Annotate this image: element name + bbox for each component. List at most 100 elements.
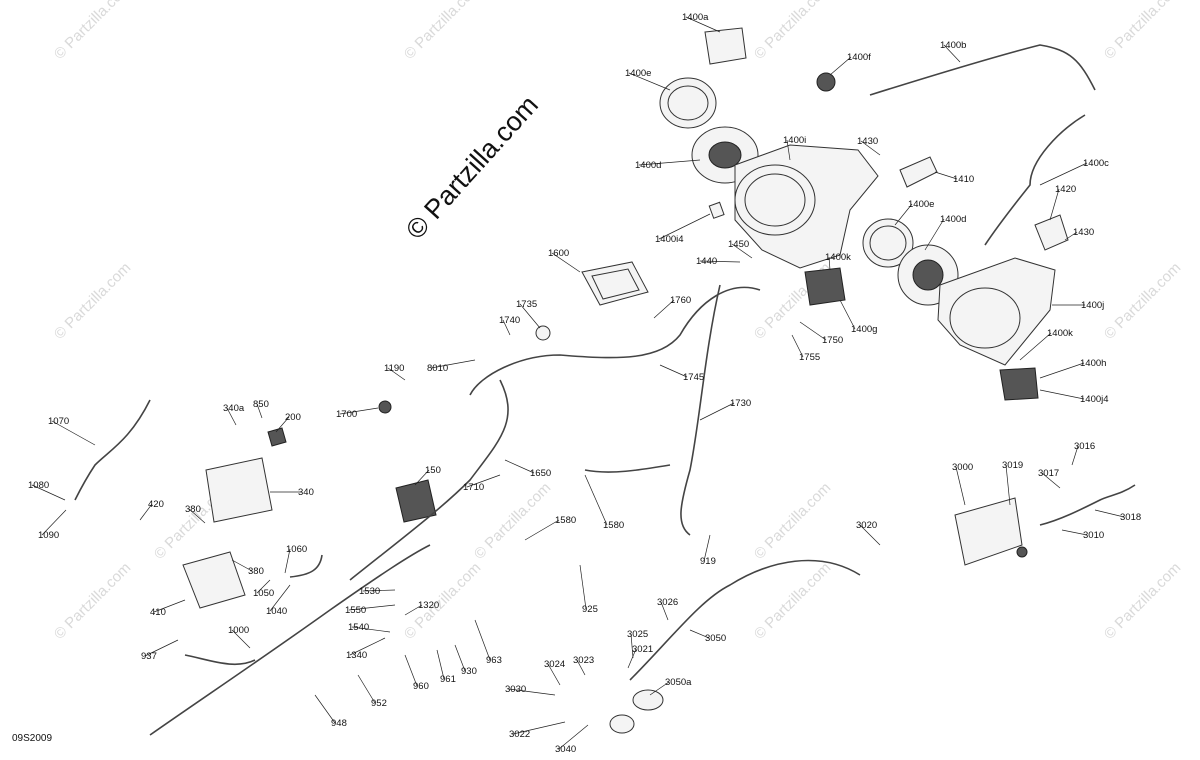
leader-line: [685, 16, 721, 33]
part-shape-1400i-opening-inner: [744, 173, 806, 227]
repeat-watermark: © Partzilla.com: [401, 559, 484, 642]
part-label-937: 937: [141, 651, 157, 662]
leader-line: [894, 203, 913, 226]
part-label-919: 919: [700, 556, 716, 567]
repeat-watermark: © Partzilla.com: [1101, 259, 1184, 342]
part-label-3010: 3010: [1083, 530, 1104, 541]
wire-3010: [1039, 484, 1136, 526]
leader-line: [1041, 472, 1061, 489]
part-label-1750: 1750: [822, 335, 843, 346]
part-shape-1700: [378, 400, 392, 414]
part-label-1430: 1430: [1073, 227, 1094, 238]
part-shape-1400d-lower-cone: [912, 259, 944, 291]
part-shape-1400e-upper-inner: [667, 85, 709, 121]
part-shape-1400i4: [708, 201, 725, 219]
part-shape-1400j-opening: [949, 287, 1021, 349]
part-label-1755: 1755: [799, 352, 820, 363]
leader-line: [660, 601, 669, 621]
leader-line: [689, 629, 710, 639]
leader-line: [731, 243, 753, 259]
leader-line: [314, 694, 336, 724]
repeat-watermark: © Partzilla.com: [751, 559, 834, 642]
part-shape-340: [205, 457, 273, 523]
leader-line: [349, 637, 386, 656]
leader-line: [362, 589, 396, 592]
leader-line: [786, 139, 791, 161]
leader-line: [502, 319, 511, 336]
leader-line: [31, 484, 66, 501]
leader-line: [703, 534, 711, 562]
leader-line: [275, 416, 290, 433]
part-label-420: 420: [148, 499, 164, 510]
leader-line: [630, 633, 634, 659]
leader-line: [474, 619, 491, 661]
leader-line: [1005, 464, 1011, 506]
part-label-1400j: 1400j: [1081, 300, 1104, 311]
part-label-3050a: 3050a: [665, 677, 692, 688]
part-shape-1420: [1034, 214, 1069, 251]
leader-line: [1094, 509, 1125, 518]
part-shape-1600-screen: [591, 268, 640, 300]
part-shape-3050a: [632, 689, 664, 711]
leader-line: [51, 420, 96, 446]
leader-line: [524, 519, 560, 541]
leader-line: [627, 648, 637, 669]
part-label-1400h: 1400h: [1080, 358, 1106, 369]
part-label-3050: 3050: [705, 633, 726, 644]
part-label-3030: 3030: [505, 684, 526, 695]
part-label-1400e: 1400e: [908, 199, 934, 210]
part-label-1400k: 1400k: [825, 252, 851, 263]
part-label-1400d: 1400d: [635, 160, 661, 171]
leader-line: [699, 260, 741, 263]
leader-line: [1039, 362, 1085, 379]
part-label-3017: 3017: [1038, 468, 1059, 479]
leader-line: [649, 681, 670, 696]
part-label-3019: 3019: [1002, 460, 1023, 471]
leader-line: [1019, 332, 1052, 361]
part-label-930: 930: [461, 666, 477, 677]
leader-line: [859, 524, 881, 546]
part-shape-3000: [954, 497, 1023, 566]
parts-artwork: [182, 27, 1069, 734]
leader-line: [638, 159, 701, 166]
leader-line: [829, 56, 852, 76]
part-label-1730: 1730: [730, 398, 751, 409]
leader-line: [144, 639, 179, 657]
part-label-1700: 1700: [336, 409, 357, 420]
leader-line: [839, 299, 856, 330]
part-label-1740: 1740: [499, 315, 520, 326]
part-label-1760: 1760: [670, 295, 691, 306]
part-shape-1400g: [804, 267, 846, 306]
part-label-1400d: 1400d: [940, 214, 966, 225]
leader-line: [351, 626, 391, 633]
part-label-1400c: 1400c: [1083, 158, 1109, 169]
part-label-3000: 3000: [952, 462, 973, 473]
wire-1400c: [984, 114, 1086, 246]
part-shape-200: [267, 427, 287, 447]
part-label-1430: 1430: [857, 136, 878, 147]
part-label-1735: 1735: [516, 299, 537, 310]
part-label-1580: 1580: [603, 520, 624, 531]
leader-line: [924, 218, 945, 251]
leader-line: [1071, 445, 1079, 466]
part-label-963: 963: [486, 655, 502, 666]
part-label-3024: 3024: [544, 659, 565, 670]
leader-line: [658, 213, 711, 240]
leader-line: [1049, 188, 1060, 221]
part-label-1530: 1530: [359, 586, 380, 597]
repeat-watermark: © Partzilla.com: [1101, 559, 1184, 642]
wire-1000: [149, 544, 431, 736]
leader-line: [256, 579, 271, 594]
wire-1400b: [869, 44, 1096, 96]
part-label-1060: 1060: [286, 544, 307, 555]
part-label-1410: 1410: [953, 174, 974, 185]
part-label-3020: 3020: [856, 520, 877, 531]
part-label-3022: 3022: [509, 729, 530, 740]
part-label-1070: 1070: [48, 416, 69, 427]
part-shape-1400f: [816, 72, 836, 92]
leader-line: [414, 469, 430, 486]
part-label-1400a: 1400a: [682, 12, 709, 23]
leader-line: [404, 604, 423, 616]
leader-line: [226, 407, 237, 426]
